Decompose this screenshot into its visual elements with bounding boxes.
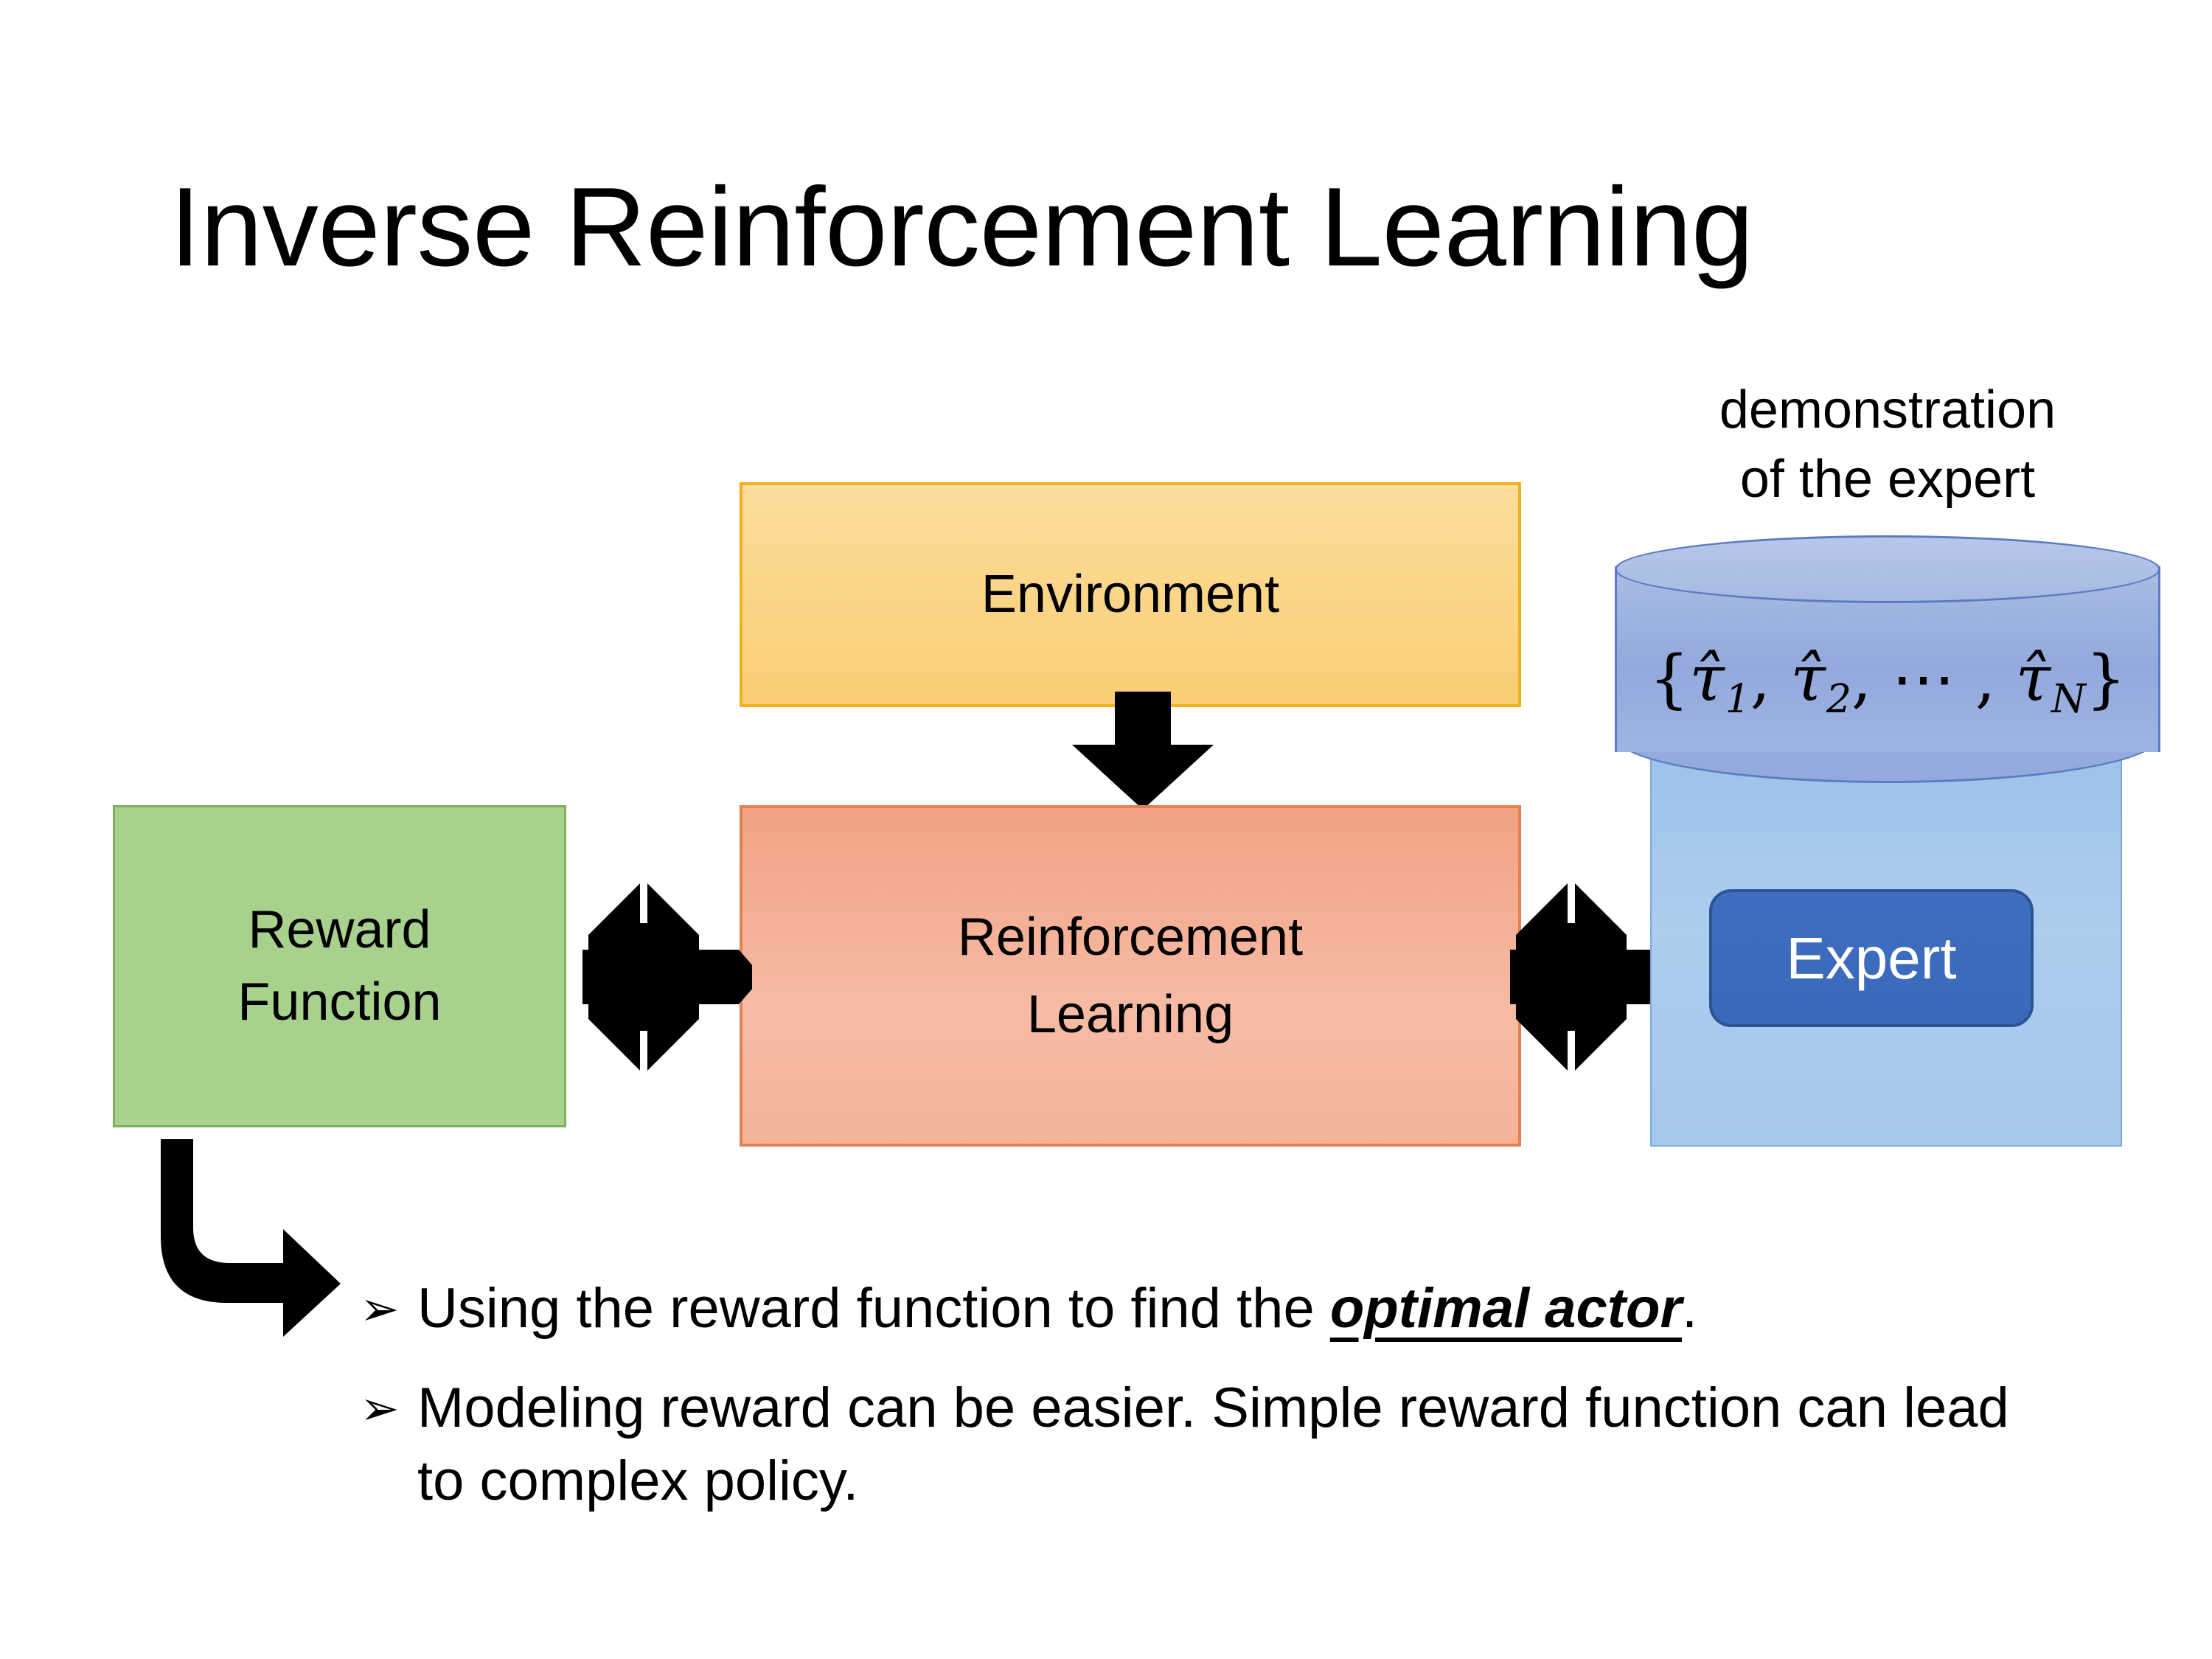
reward-function-label: Reward Function: [237, 900, 442, 1032]
formula-subscript-2: 2: [1826, 675, 1851, 722]
formula-tau-n: τ̂: [2015, 642, 2051, 716]
page-title: Inverse Reinforcement Learning: [170, 164, 1753, 290]
bullet-text-suffix: .: [1682, 1277, 1698, 1340]
expert-box: Expert: [1709, 889, 2034, 1027]
trajectory-cylinder: {τ̂1, τ̂2, ⋯ , τ̂N}: [1615, 535, 2160, 783]
bidirectional-arrow-reward-rl-icon: [582, 883, 752, 1071]
bullet-marker-icon: ➢: [360, 1282, 400, 1335]
demonstration-caption: demonstration of the expert: [1719, 380, 2056, 509]
environment-label: Environment: [981, 564, 1280, 624]
bullet-text-prefix: Using the reward function to find the: [417, 1277, 1330, 1340]
formula-open-brace: {: [1649, 642, 1690, 716]
environment-box: Environment: [740, 482, 1521, 707]
formula-separator-2: , ⋯ ,: [1851, 642, 2016, 716]
formula-tau-1: τ̂: [1689, 642, 1725, 716]
formula-separator-1: ,: [1750, 642, 1791, 716]
reinforcement-learning-box: Reinforcement Learning: [740, 805, 1521, 1147]
formula-subscript-1: 1: [1725, 675, 1750, 722]
bullet-list: ➢ Using the reward function to find the …: [360, 1273, 2056, 1517]
reward-function-box: Reward Function: [113, 805, 566, 1127]
reinforcement-learning-label: Reinforcement Learning: [957, 908, 1304, 1044]
bullet-text-emphasis: optimal actor: [1329, 1277, 1683, 1340]
cylinder-top-ellipse: [1615, 535, 2160, 603]
elbow-arrow-reward-to-bullets-icon: [161, 1139, 341, 1337]
list-item: ➢ Modeling reward can be easier. Simple …: [360, 1372, 2056, 1518]
list-item: ➢ Using the reward function to find the …: [360, 1273, 2056, 1346]
bullet-text: Using the reward function to find the op…: [417, 1273, 2056, 1346]
formula-tau-2: τ̂: [1790, 642, 1826, 716]
arrow-environment-to-rl-icon: [1072, 692, 1214, 810]
formula-close-brace: }: [2085, 642, 2126, 716]
trajectory-set-formula: {τ̂1, τ̂2, ⋯ , τ̂N}: [1615, 647, 2160, 719]
formula-subscript-n: N: [2051, 675, 2086, 722]
bullet-text: Modeling reward can be easier. Simple re…: [417, 1372, 2056, 1518]
bullet-marker-icon: ➢: [360, 1381, 400, 1435]
expert-label: Expert: [1786, 925, 1957, 991]
bullet-text-prefix: Modeling reward can be easier. Simple re…: [417, 1376, 2009, 1512]
